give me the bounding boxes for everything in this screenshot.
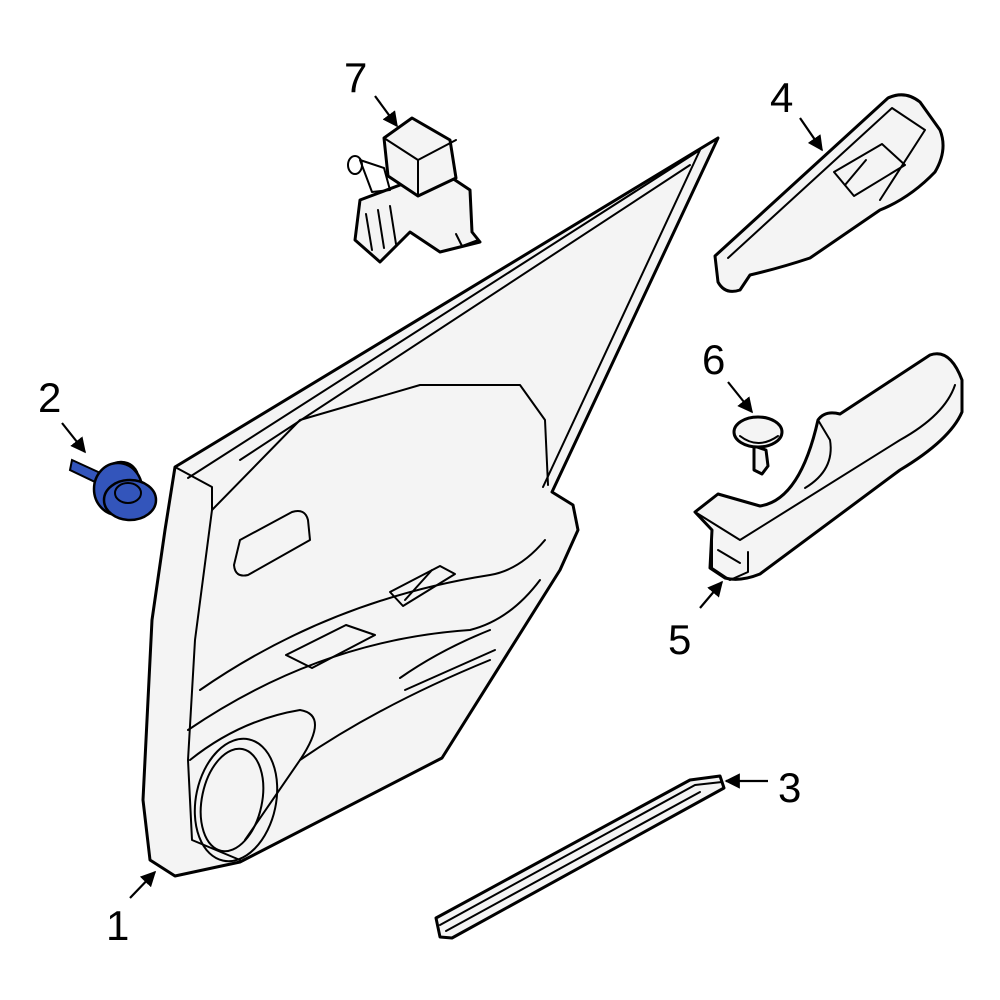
callout-1: 1 (106, 902, 129, 949)
callout-5: 5 (668, 616, 691, 663)
armrest[interactable] (693, 352, 964, 581)
switch-finisher[interactable] (713, 93, 945, 293)
weatherstrip[interactable] (434, 774, 726, 940)
callout-2: 2 (38, 374, 61, 421)
door-trim-panel[interactable] (141, 136, 720, 878)
window-switch[interactable] (347, 116, 482, 264)
callout-3: 3 (778, 764, 801, 811)
trim-clip[interactable] (68, 458, 158, 522)
leader-lines (61, 95, 823, 899)
callout-7: 7 (344, 54, 367, 101)
callout-6: 6 (702, 336, 725, 383)
push-clip[interactable] (732, 415, 784, 476)
callout-4: 4 (770, 74, 793, 121)
